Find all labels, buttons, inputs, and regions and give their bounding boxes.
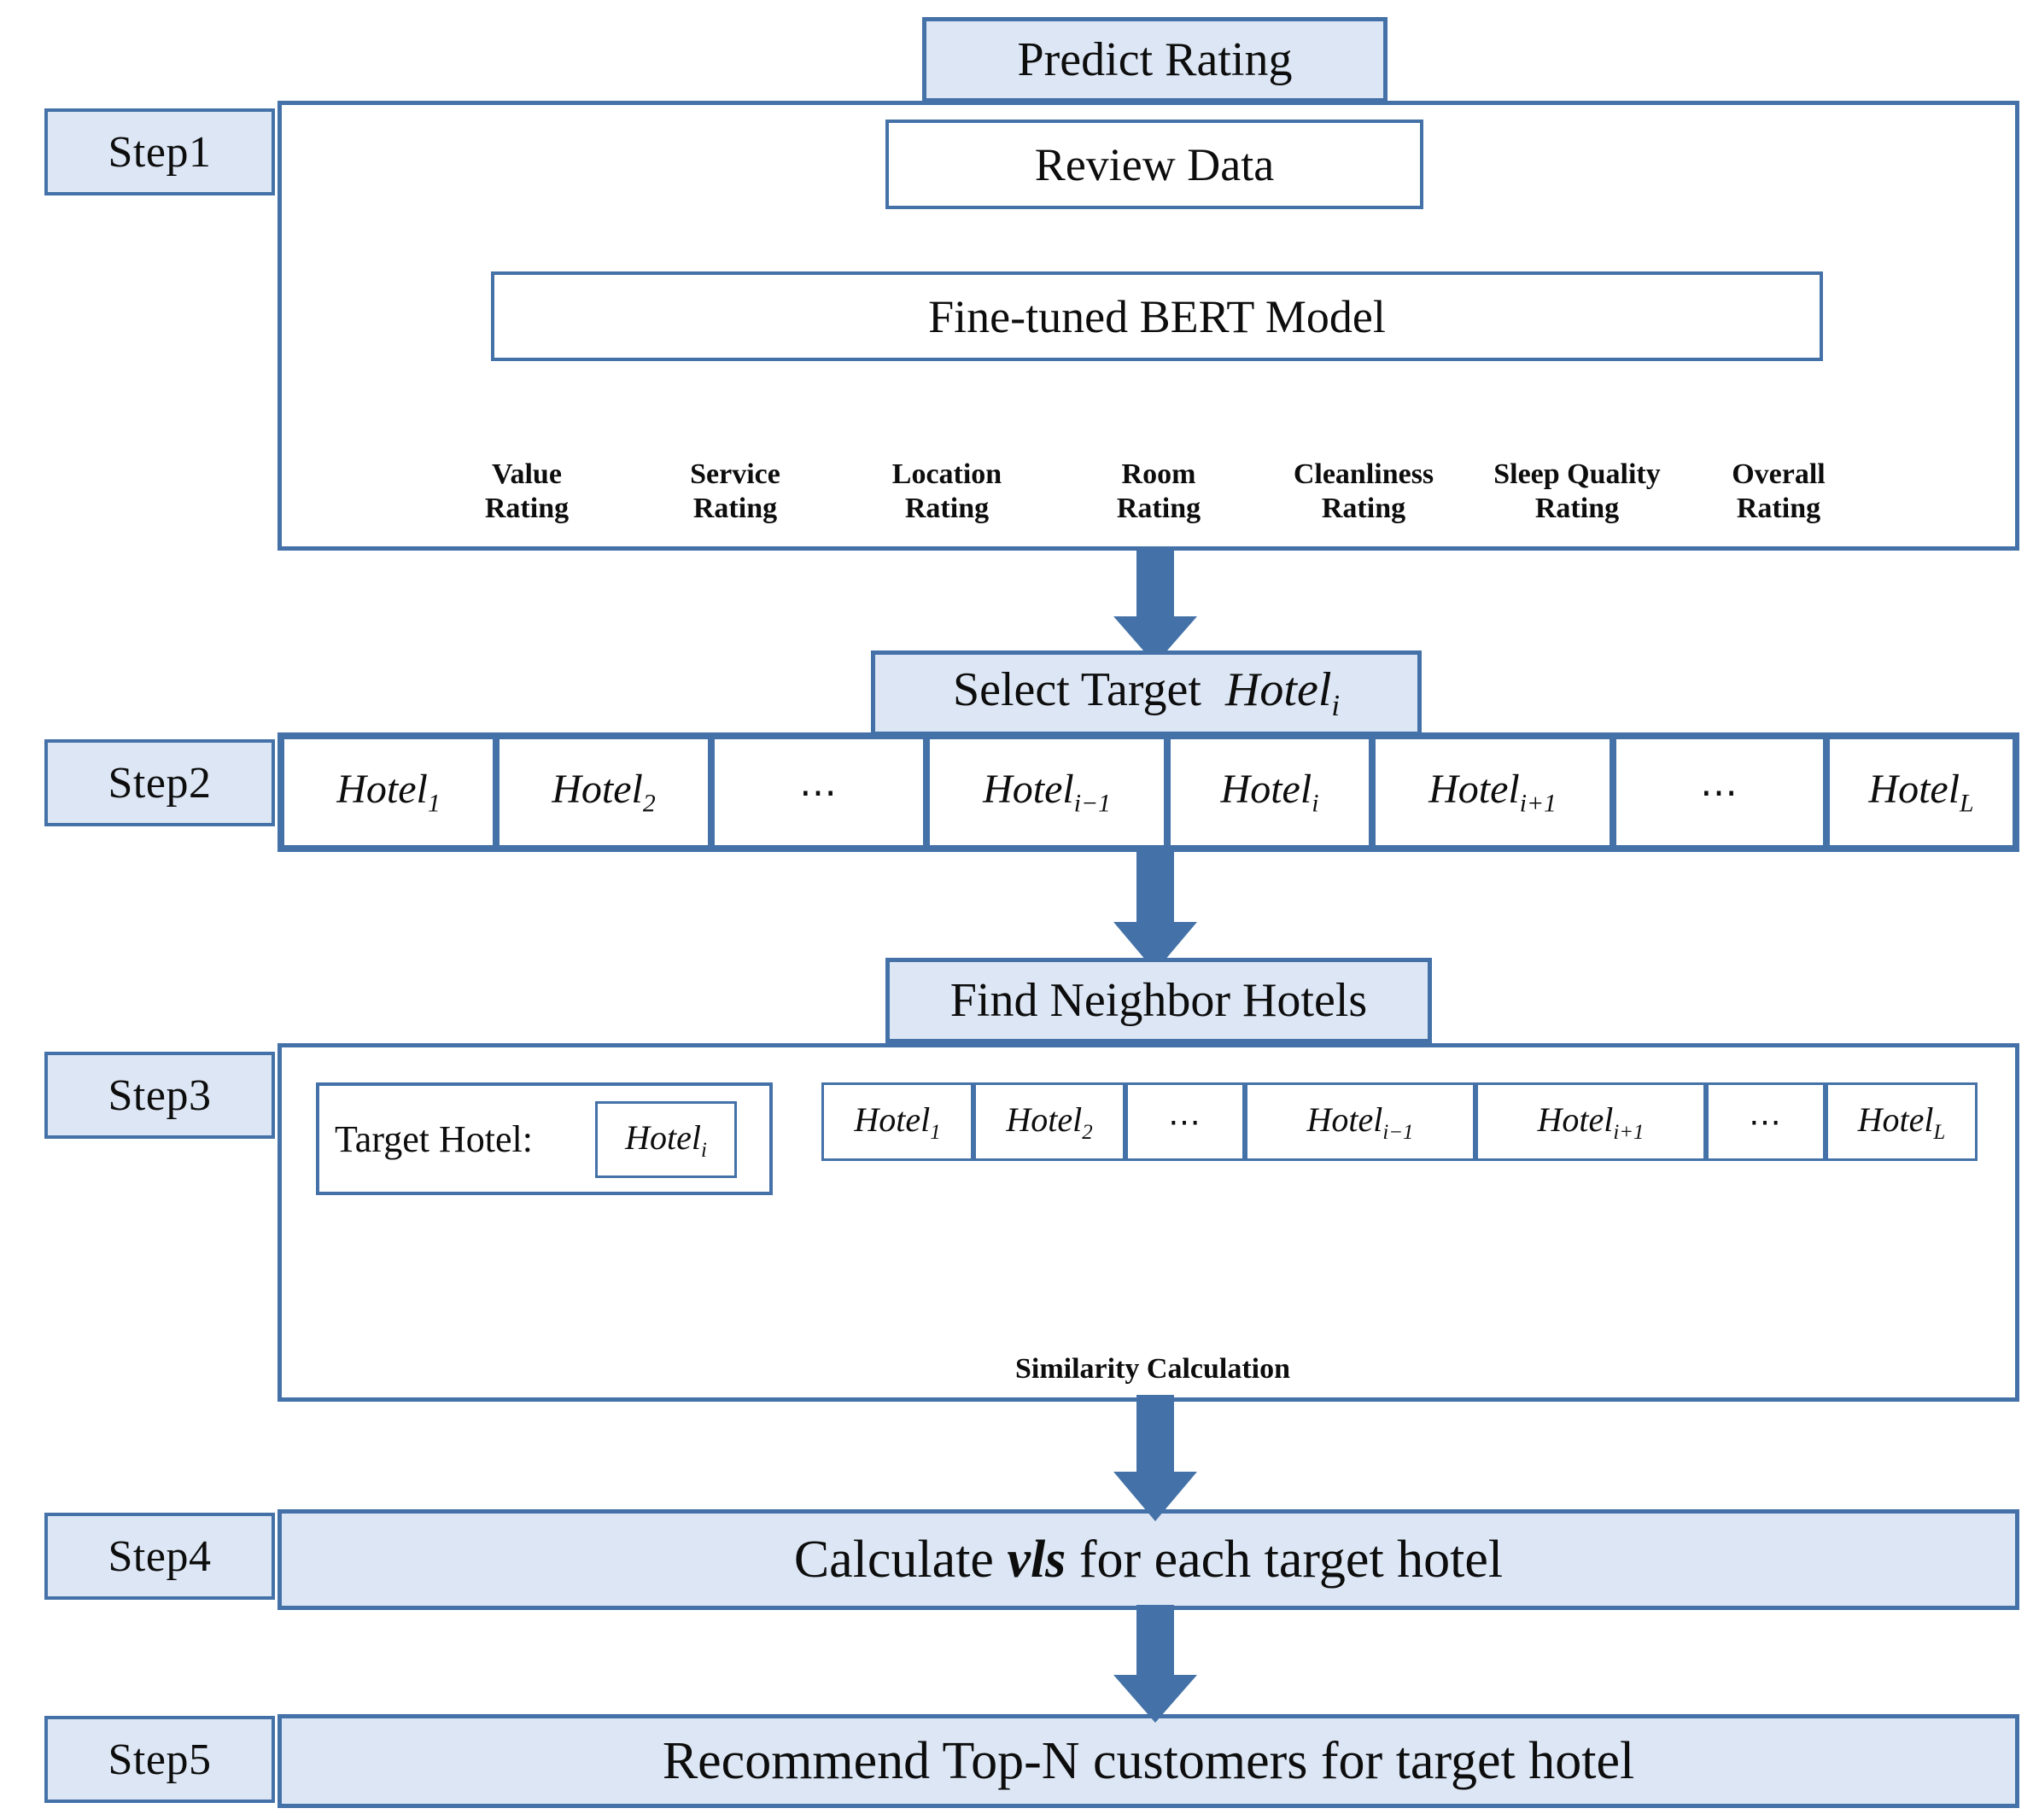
review-data-label: Review Data — [1034, 138, 1275, 190]
step2-cell-3: ⋯ — [711, 736, 926, 849]
step3-neighbor-cell-4: Hoteli−1 — [1245, 1082, 1475, 1161]
step2-tab-label: Step2 — [108, 758, 212, 808]
rating-label-service: Service Rating — [628, 458, 842, 551]
similarity-calculation-label: Similarity Calculation — [1014, 1353, 1291, 1385]
review-data-box: Review Data — [885, 120, 1423, 209]
step3-neighbor-cell-6: ⋯ — [1706, 1082, 1826, 1161]
bert-model-label: Fine-tuned BERT Model — [928, 290, 1386, 342]
step2-cell-8: HotelL — [1826, 736, 2016, 849]
step5-band: Recommend Top-N customers for target hot… — [278, 1714, 2019, 1808]
step4-text: Calculate vls for each target hotel — [793, 1530, 1504, 1589]
step5-text: Recommend Top-N customers for target hot… — [662, 1731, 1635, 1790]
step3-neighbor-cell-5: Hoteli+1 — [1475, 1082, 1706, 1161]
step3-tab-label: Step3 — [108, 1070, 212, 1120]
rating-value-line1: Value — [492, 458, 562, 490]
step1-tab-label: Step1 — [108, 127, 212, 177]
rating-value-line2: Rating — [484, 493, 570, 525]
step5-tab: Step5 — [44, 1716, 275, 1803]
rating-service-line2: Rating — [692, 493, 778, 525]
step3-neighbor-cell-3: ⋯ — [1125, 1082, 1245, 1161]
step4-tab: Step4 — [44, 1513, 275, 1600]
step3-neighbor-cell-7: HotelL — [1826, 1082, 1978, 1161]
step3-header-chip: Find Neighbor Hotels — [885, 958, 1432, 1043]
step2-cell-2: Hotel2 — [496, 736, 711, 849]
rating-location-line1: Location — [891, 458, 1002, 490]
step1-header-chip: Predict Rating — [922, 17, 1388, 102]
step2-tab: Step2 — [44, 739, 275, 826]
rating-overall-line1: Overall — [1732, 458, 1826, 490]
rating-label-overall: Overall Rating — [1672, 458, 1885, 551]
rating-service-line1: Service — [690, 458, 780, 490]
step2-cell-1: Hotel1 — [281, 736, 496, 849]
rating-room-line2: Rating — [1116, 493, 1201, 525]
rating-label-location: Location Rating — [840, 458, 1054, 551]
rating-location-line2: Rating — [904, 493, 990, 525]
arrow-step3-to-step4 — [1113, 1395, 1197, 1521]
rating-cleanliness-line2: Rating — [1321, 493, 1406, 525]
rating-sleep-line1: Sleep Quality — [1493, 458, 1661, 490]
step2-cell-7: ⋯ — [1613, 736, 1826, 849]
arrow-step4-to-step5 — [1113, 1605, 1197, 1723]
step4-tab-label: Step4 — [108, 1531, 212, 1581]
rating-overall-line2: Rating — [1736, 493, 1821, 525]
step3-tab: Step3 — [44, 1052, 275, 1139]
rating-sleep-line2: Rating — [1534, 493, 1620, 525]
step2-cell-6: Hoteli+1 — [1372, 736, 1613, 849]
step2-cell-4: Hoteli−1 — [926, 736, 1167, 849]
rating-label-sleep-quality: Sleep Quality Rating — [1436, 458, 1718, 551]
step3-header-label: Find Neighbor Hotels — [949, 974, 1368, 1027]
step1-header-label: Predict Rating — [1017, 33, 1293, 86]
step1-tab: Step1 — [44, 108, 275, 195]
arrow-step2-to-step3 — [1113, 845, 1197, 971]
arrow-step1-to-step2 — [1113, 546, 1197, 664]
rating-label-room: Room Rating — [1052, 458, 1265, 551]
step3-neighbor-cell-1: Hotel1 — [821, 1082, 973, 1161]
step4-band: Calculate vls for each target hotel — [278, 1509, 2019, 1610]
rating-label-value: Value Rating — [420, 458, 634, 551]
rating-cleanliness-line1: Cleanliness — [1293, 458, 1434, 490]
rating-label-cleanliness: Cleanliness Rating — [1240, 458, 1487, 551]
step2-cell-5: Hoteli — [1167, 736, 1372, 849]
rating-room-line1: Room — [1121, 458, 1196, 490]
step3-neighbor-cell-2: Hotel2 — [973, 1082, 1125, 1161]
step5-tab-label: Step5 — [108, 1735, 212, 1784]
bert-model-box: Fine-tuned BERT Model — [491, 271, 1823, 361]
target-hotel-text: Target Hotel: — [335, 1117, 533, 1160]
target-hotel-box: Hoteli — [595, 1101, 737, 1178]
step2-header-label: Select Target Hoteli — [952, 663, 1341, 723]
step2-header-chip: Select Target Hoteli — [871, 650, 1422, 736]
